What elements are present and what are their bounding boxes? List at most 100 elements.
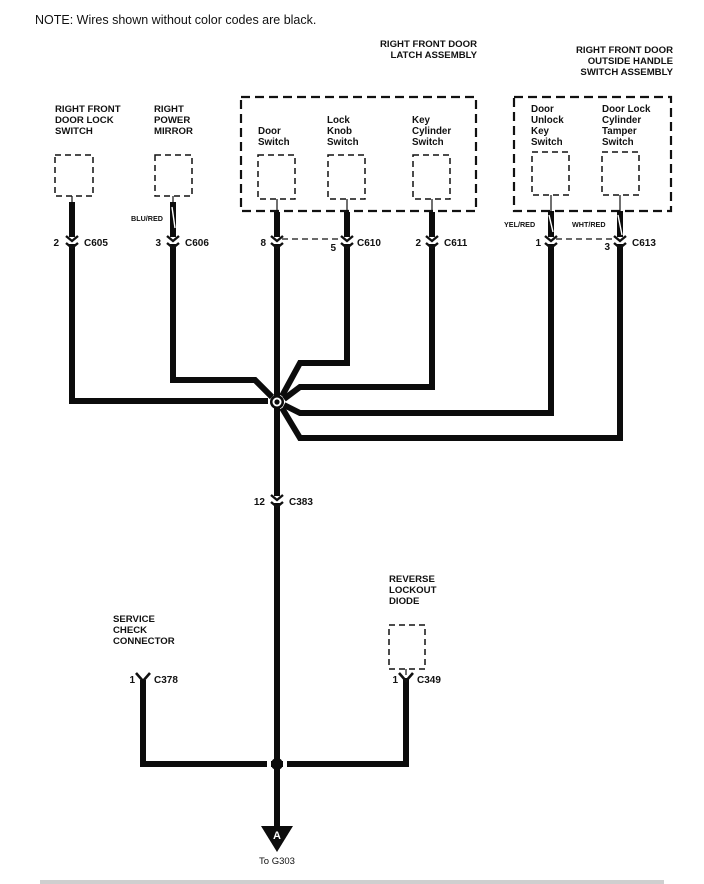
svg-text:Door: Door (258, 126, 281, 137)
door-lock-switch-box (54, 154, 94, 197)
wire-c613-unlock (282, 211, 554, 416)
door-lock-switch-label: RIGHT FRONT DOOR LOCK SWITCH (55, 104, 121, 137)
tamper-switch-box (601, 151, 640, 196)
tamper-switch-label: Door Lock Cylinder Tamper Switch (602, 104, 651, 148)
svg-text:Tamper: Tamper (602, 126, 637, 137)
svg-text:Cylinder: Cylinder (602, 115, 641, 126)
c613-name: C613 (632, 238, 656, 249)
c613-tamper-pin: 3 (604, 242, 610, 253)
svg-text:Switch: Switch (412, 137, 444, 148)
svg-text:RIGHT FRONT DOOR: RIGHT FRONT DOOR (380, 39, 477, 50)
svg-text:OUTSIDE HANDLE: OUTSIDE HANDLE (588, 56, 674, 67)
ground-marker-letter: A (273, 830, 281, 842)
connector-c383-symbol (270, 494, 284, 509)
svg-text:RIGHT FRONT DOOR: RIGHT FRONT DOOR (576, 45, 673, 56)
wires (69, 202, 623, 842)
svg-text:Unlock: Unlock (531, 115, 564, 126)
svg-text:RIGHT FRONT: RIGHT FRONT (55, 104, 121, 115)
connector-c611-symbol (425, 235, 439, 250)
door-unlock-key-switch-box (531, 151, 570, 196)
c610-door-pin: 8 (260, 238, 266, 249)
c605-name: C605 (84, 238, 108, 249)
svg-text:Switch: Switch (531, 137, 563, 148)
door-unlock-key-switch-label: Door Unlock Key Switch (531, 104, 564, 148)
svg-text:Switch: Switch (602, 137, 634, 148)
svg-text:Key: Key (412, 115, 431, 126)
c606-pin: 3 (155, 238, 161, 249)
c383-pin: 12 (254, 497, 266, 508)
stripe-wht-red (617, 214, 623, 236)
svg-text:DIODE: DIODE (389, 596, 420, 607)
svg-text:Door Lock: Door Lock (602, 104, 651, 115)
c378-name: C378 (154, 675, 178, 686)
wire-c610 (279, 212, 350, 398)
c606-name: C606 (185, 238, 209, 249)
svg-text:SERVICE: SERVICE (113, 614, 156, 625)
service-check-connector-label: SERVICE CHECK CONNECTOR (113, 614, 175, 647)
door-switch-label: Door Switch (258, 126, 290, 148)
svg-text:MIRROR: MIRROR (154, 126, 193, 137)
svg-text:SWITCH ASSEMBLY: SWITCH ASSEMBLY (580, 67, 673, 78)
svg-text:LATCH ASSEMBLY: LATCH ASSEMBLY (390, 50, 477, 61)
wire-c606 (170, 202, 275, 400)
wire-c613-tamper (279, 211, 623, 441)
connector-c613-tamper-symbol (613, 235, 627, 250)
svg-text:CONNECTOR: CONNECTOR (113, 636, 175, 647)
key-cylinder-switch-box (412, 154, 451, 200)
c349-pin: 1 (392, 675, 398, 686)
svg-text:RIGHT: RIGHT (154, 104, 184, 115)
ground-marker-arrow (261, 826, 293, 852)
svg-text:Knob: Knob (327, 126, 352, 137)
c613-unlock-wire-color: YEL/RED (504, 220, 535, 229)
c610-knob-pin: 5 (330, 243, 336, 254)
svg-text:LOCKOUT: LOCKOUT (389, 585, 437, 596)
wire-c605 (69, 202, 268, 404)
svg-text:CHECK: CHECK (113, 625, 147, 636)
cutoff-footer-text (40, 880, 664, 884)
connector-c610-door-symbol (270, 235, 284, 250)
key-cylinder-switch-label: Key Cylinder Switch (412, 115, 451, 148)
connector-c613-unlock-symbol (544, 235, 558, 250)
lock-knob-switch-label: Lock Knob Switch (327, 115, 359, 148)
c383-name: C383 (289, 497, 313, 508)
svg-text:Switch: Switch (258, 137, 290, 148)
wire-c611 (282, 212, 435, 402)
stripe-blu-red (171, 206, 176, 229)
c610-name: C610 (357, 238, 381, 249)
c349-name: C349 (417, 675, 441, 686)
c611-name: C611 (444, 238, 468, 249)
reverse-lockout-diode-label: REVERSE LOCKOUT DIODE (389, 574, 437, 607)
svg-text:REVERSE: REVERSE (389, 574, 435, 585)
power-mirror-box (154, 154, 193, 197)
c378-pin: 1 (129, 675, 135, 686)
latch-assembly-box (239, 95, 478, 213)
c606-wire-color: BLU/RED (131, 214, 163, 223)
outside-handle-assembly-title: RIGHT FRONT DOOR OUTSIDE HANDLE SWITCH A… (576, 45, 674, 78)
c613-tamper-wire-color: WHT/RED (572, 220, 606, 229)
connector-c605-symbol (65, 235, 79, 250)
c613-unlock-pin: 1 (535, 238, 541, 249)
lock-knob-switch-box (327, 154, 366, 200)
outside-handle-assembly-box (512, 95, 673, 213)
c611-pin: 2 (415, 238, 421, 249)
c605-pin: 2 (53, 238, 59, 249)
svg-text:Key: Key (531, 126, 550, 137)
latch-assembly-title: RIGHT FRONT DOOR LATCH ASSEMBLY (380, 39, 478, 61)
svg-text:DOOR LOCK: DOOR LOCK (55, 115, 114, 126)
connector-c378-symbol (135, 672, 151, 690)
svg-text:Lock: Lock (327, 115, 350, 126)
svg-text:Switch: Switch (327, 137, 359, 148)
svg-text:POWER: POWER (154, 115, 190, 126)
svg-text:Cylinder: Cylinder (412, 126, 451, 137)
connector-c610-knob-symbol (340, 235, 354, 250)
power-mirror-label: RIGHT POWER MIRROR (154, 104, 193, 137)
connector-c349-symbol (398, 672, 414, 683)
splice-ground (271, 758, 283, 770)
reverse-lockout-diode-box (388, 624, 426, 670)
svg-text:SWITCH: SWITCH (55, 126, 93, 137)
wire-color-note: NOTE: Wires shown without color codes ar… (35, 13, 316, 27)
ground-destination: To G303 (259, 856, 295, 867)
connector-c606-symbol (166, 235, 180, 250)
door-switch-box (257, 154, 296, 200)
